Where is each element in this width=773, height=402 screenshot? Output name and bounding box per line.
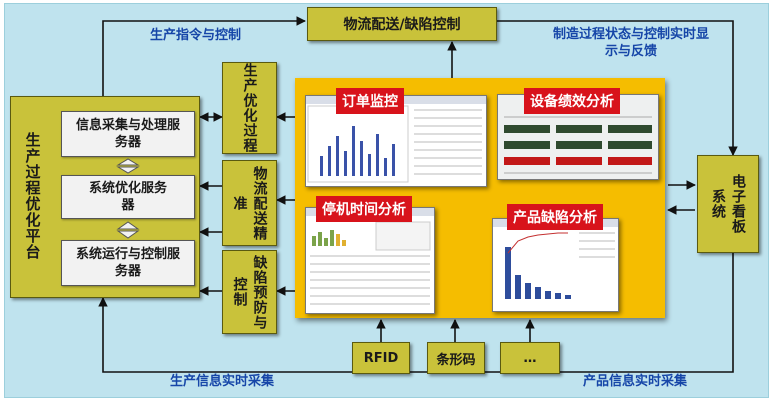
flow-label-production-command: 生产指令与控制 — [150, 28, 242, 43]
server-link-arrows-1 — [116, 158, 140, 174]
production-optimization-box: 生产优化过程 — [222, 62, 277, 154]
tag-equipment-performance: 设备绩效分析 — [524, 88, 620, 114]
logistics-defect-control-box: 物流配送/缺陷控制 — [307, 7, 497, 41]
electronic-kanban-label: 电子看板系统 — [710, 174, 746, 234]
line-info-collection — [98, 253, 734, 373]
input-barcode-label: 条形码 — [436, 352, 476, 368]
logistics-accuracy-box: 物流配送精准 — [222, 160, 277, 246]
input-barcode: 条形码 — [427, 342, 485, 374]
flow-label-product-info: 产品信息实时采集 — [583, 374, 688, 389]
flow-label-status-feedback: 制造过程状态与控制实时显示与反馈 — [552, 27, 709, 59]
downtime-analysis-thumbnail — [306, 208, 434, 305]
line-production-command — [102, 16, 306, 96]
input-rfid-label: RFID — [363, 350, 399, 366]
defect-analysis-thumbnail — [493, 219, 618, 299]
input-other-label: … — [523, 350, 537, 366]
logistics-accuracy-label: 物流配送精准 — [231, 165, 268, 241]
tag-downtime-analysis: 停机时间分析 — [316, 196, 412, 222]
electronic-kanban-box: 电子看板系统 — [697, 155, 759, 253]
server-operation-control-label: 系统运行与控制服务器 — [75, 247, 180, 279]
defect-analysis-screenshot — [492, 218, 619, 312]
production-optimization-label: 生产优化过程 — [241, 63, 258, 153]
platform-title: 生产过程优化平台 — [23, 132, 42, 260]
line-to-kanban-top — [497, 20, 738, 156]
input-other: … — [500, 342, 560, 374]
server-optimization: 系统优化服务器 — [61, 175, 195, 219]
server-data-collection: 信息采集与处理服务器 — [61, 111, 195, 157]
tag-order-monitor: 订单监控 — [336, 88, 404, 114]
server-data-collection-label: 信息采集与处理服务器 — [75, 118, 180, 150]
defect-prevention-box: 缺陷预防与控制 — [222, 250, 277, 334]
server-operation-control: 系统运行与控制服务器 — [61, 240, 195, 286]
downtime-analysis-screenshot — [305, 207, 435, 314]
server-link-arrows-2 — [116, 221, 140, 239]
input-rfid: RFID — [352, 342, 410, 374]
tag-defect-analysis: 产品缺陷分析 — [507, 204, 603, 230]
logistics-defect-control-label: 物流配送/缺陷控制 — [343, 17, 461, 33]
flow-label-production-info: 生产信息实时采集 — [170, 374, 275, 389]
server-optimization-label: 系统优化服务器 — [88, 181, 167, 213]
defect-prevention-label: 缺陷预防与控制 — [231, 254, 268, 330]
